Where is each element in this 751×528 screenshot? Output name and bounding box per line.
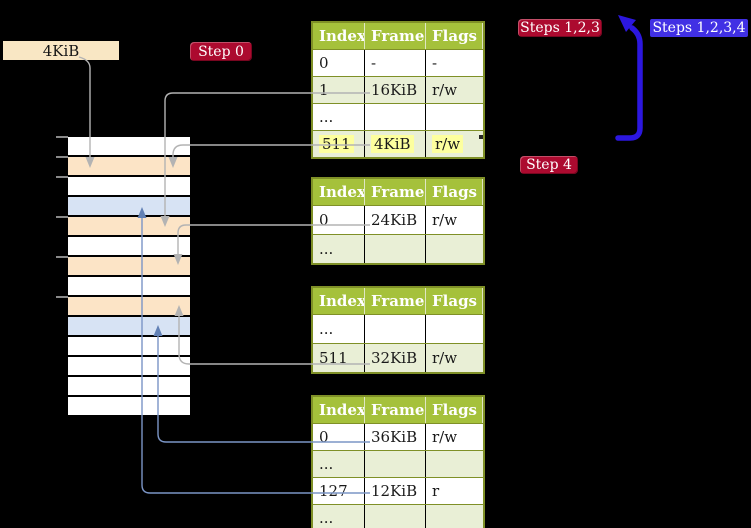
physical-memory-strip: [68, 137, 190, 415]
badge-step-0: Step 0: [190, 42, 252, 61]
badge-steps-1-2-3-4: Steps 1,2,3,4: [650, 19, 748, 37]
table-cell: ...: [313, 451, 365, 477]
memory-frame-row-plain: [68, 337, 190, 355]
table-cell: [426, 315, 483, 343]
table-row: 0--: [313, 49, 483, 76]
highlighted-value: 511: [319, 135, 354, 153]
memory-frame-row-plain: [68, 357, 190, 375]
table-cell: ...: [313, 315, 365, 343]
table-cell: [365, 505, 426, 528]
table-cell: 16KiB: [365, 77, 426, 103]
table-row: 511 4KiB r/w: [313, 130, 483, 157]
memory-frame-row-plain: [68, 237, 190, 255]
table-row: ...: [313, 103, 483, 130]
memory-frame-row-plain: [68, 377, 190, 395]
table-cell: 0: [313, 206, 365, 234]
table-cell: [365, 235, 426, 263]
memory-frame-row-pagetable: [68, 157, 190, 175]
memory-address-tick: [56, 216, 68, 218]
memory-address-tick: [56, 156, 68, 158]
column-header: Flags: [426, 397, 483, 423]
table-cell: [426, 104, 483, 130]
memory-frame-row-plain: [68, 137, 190, 155]
highlighted-value: r/w: [432, 135, 464, 153]
memory-frame-row-plain: [68, 397, 190, 415]
badge-steps-1-2-3: Steps 1,2,3: [518, 19, 602, 37]
table-cell: 0: [313, 50, 365, 76]
column-header: Index: [313, 23, 365, 49]
column-header: Flags: [426, 288, 483, 314]
loop-arrow-shaft: [615, 25, 643, 141]
memory-frame-row-plain: [68, 177, 190, 195]
table-cell: ...: [313, 505, 365, 528]
table-cell: ...: [313, 104, 365, 130]
frame-size-label: 4KiB: [3, 41, 119, 60]
table-cell: 1: [313, 77, 365, 103]
table-cell: -: [365, 50, 426, 76]
memory-frame-row-pagetable: [68, 297, 190, 315]
table-cell: 511: [313, 131, 365, 157]
column-header: Flags: [426, 23, 483, 49]
table-cell: -: [432, 54, 438, 72]
table-cell: 127: [313, 478, 365, 504]
table-cell: 36KiB: [365, 424, 426, 450]
memory-address-tick: [56, 256, 68, 258]
table-cell: [365, 104, 426, 130]
column-header: Index: [313, 288, 365, 314]
table-cell: r: [432, 482, 440, 500]
column-header: Index: [313, 397, 365, 423]
column-header: Frame: [365, 397, 426, 423]
table-cell: 12KiB: [365, 478, 426, 504]
table-cell: ...: [313, 235, 365, 263]
table-row: ...: [313, 450, 483, 477]
table-row: ...: [313, 314, 483, 343]
memory-frame-row-plain: [68, 277, 190, 295]
table-cell: r/w: [432, 81, 458, 99]
column-header: Index: [313, 179, 365, 205]
memory-address-tick: [56, 296, 68, 298]
table-cell: [426, 235, 483, 263]
badge-step-4: Step 4: [520, 156, 578, 174]
table-cell: 24KiB: [365, 206, 426, 234]
column-header: Flags: [426, 179, 483, 205]
memory-frame-row-pagetable: [68, 257, 190, 275]
table-cell: [365, 451, 426, 477]
column-header: Frame: [365, 23, 426, 49]
table-cell: 4KiB: [365, 131, 426, 157]
column-header: Frame: [365, 288, 426, 314]
memory-frame-row-pagetable: [68, 217, 190, 235]
highlighted-value: 4KiB: [371, 135, 414, 153]
table-cell: [426, 505, 483, 528]
memory-frame-row-mapped: [68, 317, 190, 335]
table-cell: 511: [313, 344, 365, 372]
table-cell: r/w: [432, 428, 458, 446]
column-header: Frame: [365, 179, 426, 205]
memory-frame-row-mapped: [68, 197, 190, 215]
memory-address-tick: [56, 136, 68, 138]
table-cell: [426, 451, 483, 477]
table-row: ...: [313, 234, 483, 263]
table-cell: r/w: [432, 349, 458, 367]
table-cell: 0: [313, 424, 365, 450]
table-cell: r/w: [432, 211, 458, 229]
loop-arrowhead-icon: [618, 15, 636, 32]
table-row: ...: [313, 504, 483, 528]
memory-address-tick: [56, 176, 68, 178]
table-cell: 32KiB: [365, 344, 426, 372]
table-cell: [365, 315, 426, 343]
table-cell: r/w: [426, 131, 483, 157]
